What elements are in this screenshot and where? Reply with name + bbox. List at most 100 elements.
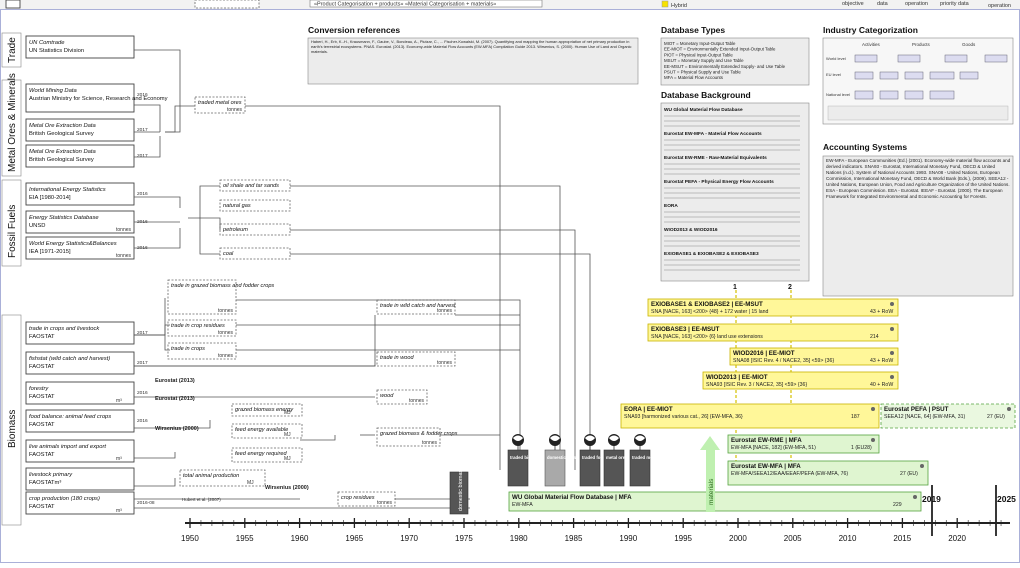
database-sub: SNA93 [harmonized various cat., 26] {EW-…: [624, 414, 743, 420]
source-year: 2016: [137, 92, 148, 98]
database-sub: SNA08 [ISIC Rev. 4 / NACE2, 35] <59> {36…: [733, 358, 834, 364]
database-right: 214: [870, 334, 879, 340]
source-year: 2016-08: [137, 500, 155, 506]
axis-tick-label: 2005: [784, 534, 802, 543]
source-unit: m³: [116, 508, 122, 514]
top-right-label-4: priority data: [940, 1, 970, 7]
intermediate-label: feed energy available: [235, 427, 288, 433]
source-org: UN Statistics Division: [29, 48, 84, 54]
database-title: Eurostat EW-RME | MFA: [731, 437, 802, 444]
source-unit: tonnes: [116, 253, 132, 259]
database-right: 27 (EU): [987, 414, 1005, 420]
section-trade-label: Trade: [7, 37, 18, 63]
intermediate-label: oil shale and tar sands: [223, 183, 279, 189]
traded-label: traded biomass: [510, 455, 542, 460]
traded-box: metal ores: [603, 434, 628, 487]
db-type-item: PIOT = Physical Input-Output Table: [664, 52, 733, 57]
source-name: Energy Statistics Database: [29, 215, 99, 221]
intermediate-label: total animal production: [183, 473, 239, 479]
section-labels: Trade Metal Ores & Minerals Fossil Fuels…: [1, 32, 22, 526]
source-box: food balance: animal feed cropsFAOSTAT20…: [25, 409, 148, 433]
top-strip: «Product Categorisation + products» «Mat…: [0, 0, 1020, 9]
source-name: food balance: animal feed crops: [29, 414, 111, 420]
source-year: 2017: [137, 330, 148, 336]
database-bar: Eurostat EW-MFA | MFAEW-MFA/SEEA12/EAA/E…: [727, 460, 929, 486]
source-box: fishstat (wild catch and harvest)FAOSTAT…: [25, 351, 148, 375]
section-biomass-label: Biomass: [7, 410, 18, 448]
conversion-text: Haberl, H., Erb, K.-H., Krausmann, F., G…: [311, 40, 632, 54]
db-background-title: Database Background: [661, 90, 751, 100]
cc-icon: [890, 327, 894, 331]
ref-wirsenius-1: Wirsenius (2000): [155, 426, 199, 432]
intermediate-unit: tonnes: [437, 360, 453, 366]
top-right-label-5: operation: [988, 3, 1011, 9]
database-sub: EW-MFA/SEEA12/EAA/EEAF/PEFA (EW-MFA, 76): [731, 471, 848, 477]
source-year: 2016: [137, 191, 148, 197]
intermediate-unit: tonnes: [437, 308, 453, 314]
top-right-label-2: data: [877, 1, 889, 7]
traded-box: domestic fossil fuels: [544, 434, 590, 487]
source-name: forestry: [29, 386, 49, 392]
database-sub: EW-MFA: [512, 502, 533, 508]
cc-icon: [890, 302, 894, 306]
intermediate-unit: tonnes: [218, 353, 234, 359]
axis-tick-label: 1975: [455, 534, 473, 543]
cc-icon: [920, 464, 924, 468]
ref-wirsenius-2: Wirsenius (2000): [265, 485, 309, 491]
top-right-label-3: operation: [905, 1, 928, 7]
intermediate-label: trade in grazed biomass and fodder crops: [171, 283, 274, 289]
db-background-panel: Database Background WU Global Material F…: [660, 90, 810, 282]
axis-tick-label: 1970: [400, 534, 418, 543]
marker-1: 1: [733, 284, 737, 291]
source-unit: tonnes: [116, 227, 132, 233]
intermediate-box: coal: [219, 247, 291, 260]
source-box: crop production (180 crops)FAOSTAT2016-0…: [25, 491, 155, 515]
database-title: EXIOBASE1 & EXIOBASE2 | EE-MSUT: [651, 301, 763, 308]
corner-icon: [5, 0, 21, 9]
domestic-biomass-label: domestic biomass: [458, 467, 464, 511]
source-name: live animals import and export: [29, 444, 106, 450]
section-fossil-label: Fossil Fuels: [7, 205, 18, 258]
intermediate-label: natural gas: [223, 203, 251, 209]
db-type-item: MSUT = Monetary Supply and Use Table: [664, 58, 744, 63]
axis-tick-label: 1990: [619, 534, 637, 543]
intermediate-box: oil shale and tar sands: [219, 179, 291, 192]
source-name: fishstat (wild catch and harvest): [29, 356, 110, 362]
database-title: WIOD2013 | EE-MIOT: [706, 374, 768, 381]
top-strip-text: «Product Categorisation + products» «Mat…: [314, 2, 496, 8]
cc-icon: [1007, 407, 1011, 411]
database-right: 187: [851, 414, 860, 420]
intermediate-label: trade in crops: [171, 346, 205, 352]
traded-box: traded fossil fuels: [579, 434, 619, 487]
axis-tick-label: 2020: [948, 534, 966, 543]
industry-panel: Industry Categorization Activities Produ…: [822, 25, 1014, 125]
database-sub: EW-MFA [NACE, 182] (EW-MFA, 51): [731, 445, 816, 451]
industry-col-3: Goods: [962, 42, 976, 47]
industry-diagram: [854, 54, 1008, 100]
db-type-item: PSUT = Physical Supply and Use Table: [664, 70, 741, 75]
intermediate-unit: tonnes: [377, 500, 393, 506]
axis-tick-label: 1960: [291, 534, 309, 543]
source-org: British Geological Survey: [29, 131, 94, 137]
intermediate-box: trade in grazed biomass and fodder crops…: [167, 279, 274, 315]
industry-col-1: Activities: [862, 42, 881, 47]
axis-tick-label: 2015: [893, 534, 911, 543]
db-types-panel: Database Types MIOT = Monetary Input-Out…: [660, 25, 810, 86]
top-right-label-1: objective: [842, 1, 864, 7]
